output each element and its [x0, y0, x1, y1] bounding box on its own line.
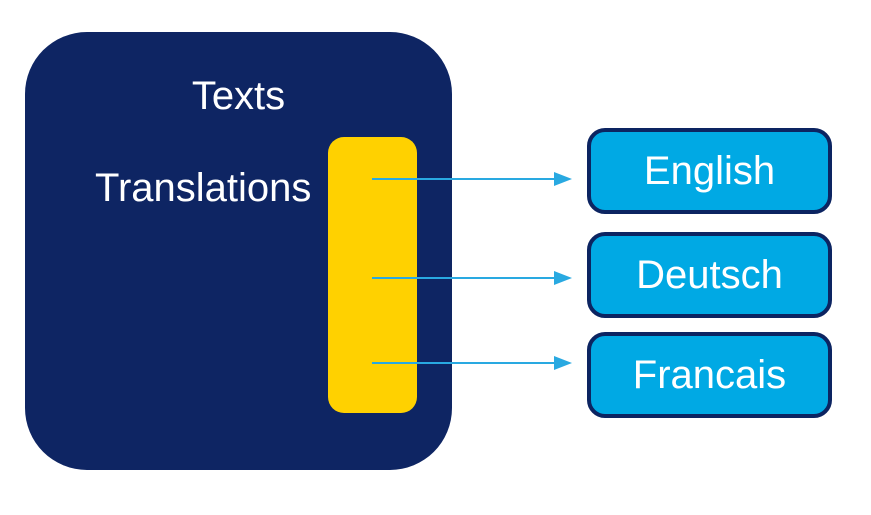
language-label-deutsch: Deutsch: [636, 253, 783, 297]
texts-label: Texts: [191, 74, 286, 118]
translations-highlight-bar: [328, 137, 417, 413]
translations-label: Translations: [95, 166, 312, 210]
language-node-francais: Francais: [587, 332, 832, 418]
texts-container-box: Texts Translations: [25, 32, 452, 470]
language-label-english: English: [643, 149, 776, 193]
language-label-francais: Francais: [632, 353, 787, 397]
language-node-deutsch: Deutsch: [587, 232, 832, 318]
language-node-english: English: [587, 128, 832, 214]
